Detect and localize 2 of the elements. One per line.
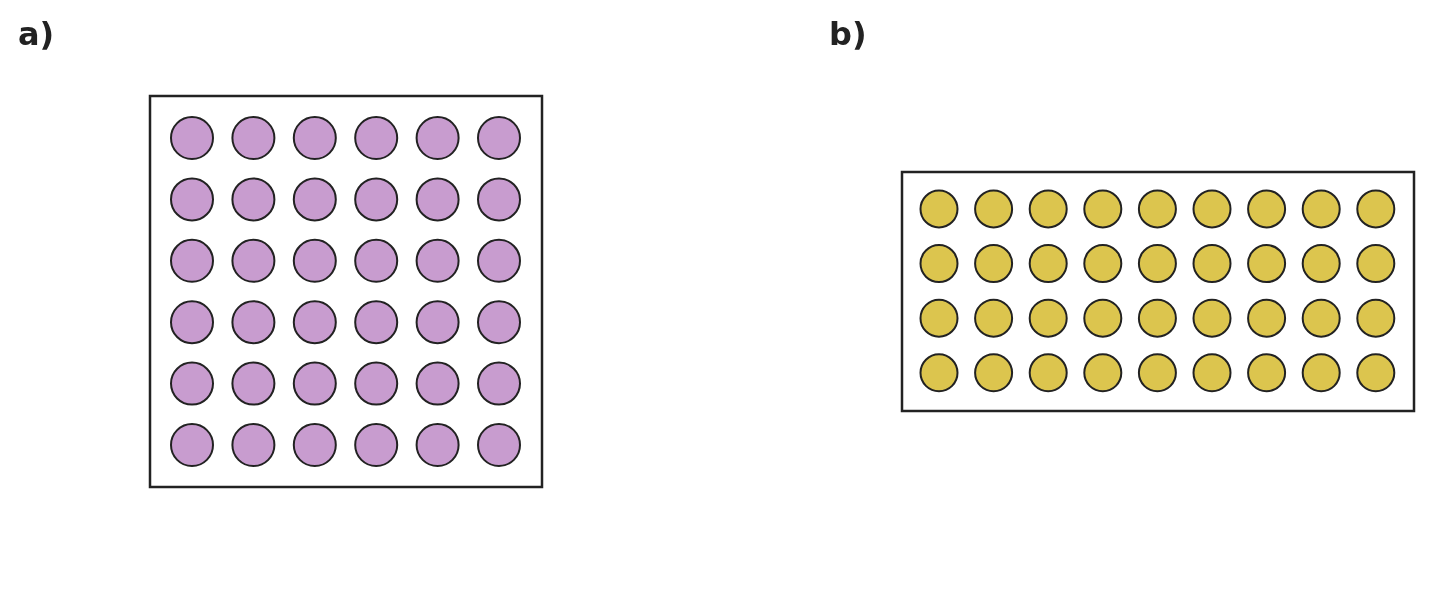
panel-label: a) [18,18,55,50]
panel-label: b) [829,18,867,50]
